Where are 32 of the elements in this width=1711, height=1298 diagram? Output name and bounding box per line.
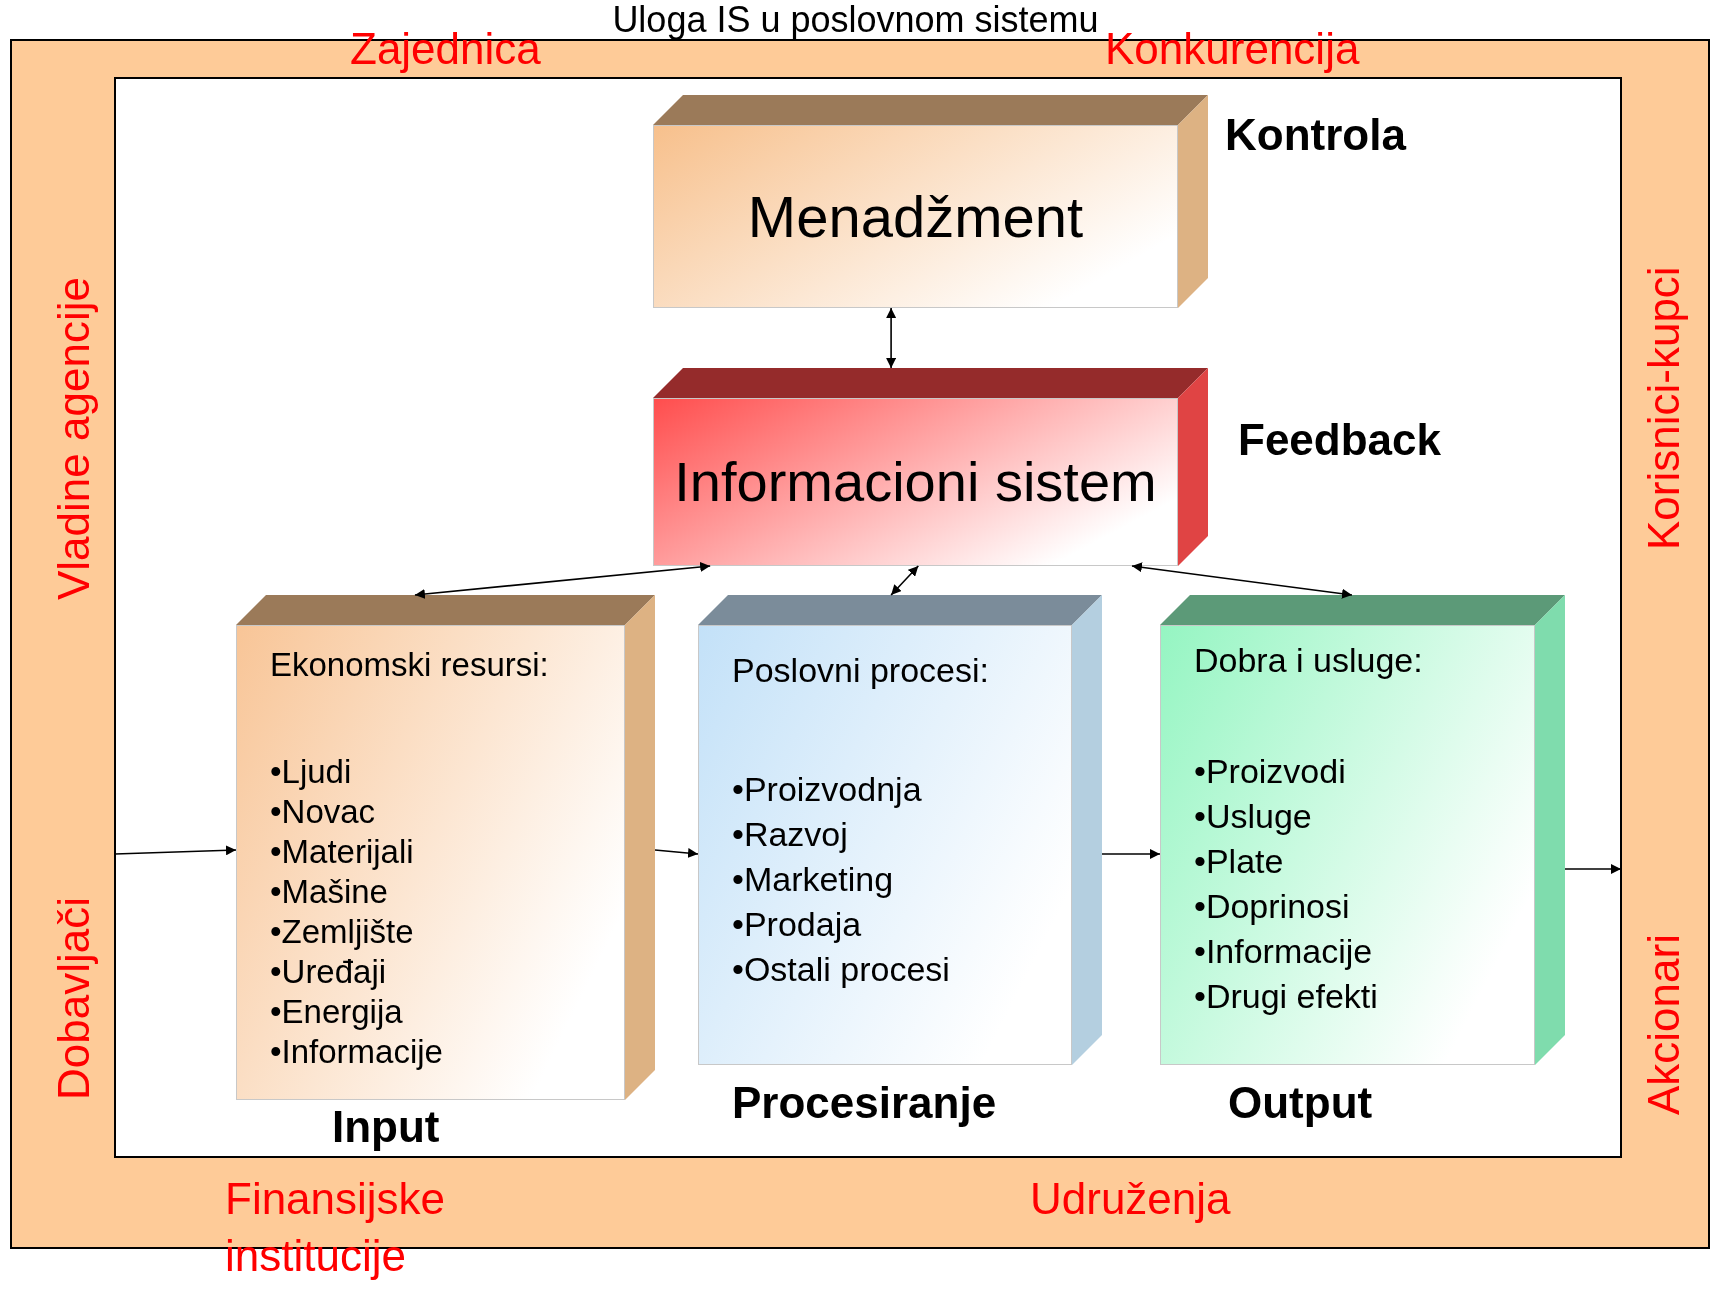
block-title: Menadžment (746, 182, 1085, 251)
title: Uloga IS u poslovnom sistemu (611, 0, 1100, 40)
bullet-item: •Zemljište (270, 917, 414, 948)
bullet-item: •Plate (1194, 846, 1284, 877)
bullet-item: •Informacije (270, 1037, 443, 1068)
bullet-item: •Energija (270, 997, 403, 1028)
stakeholder-label: Dobavljači (48, 897, 99, 1100)
bullet-item: •Uređaji (270, 957, 387, 988)
bullet-item: •Ljudi (270, 757, 352, 788)
arrow (1101, 848, 1161, 859)
arrow (1131, 562, 1353, 599)
bullet-item: •Materijali (270, 837, 414, 868)
stage-label: Feedback (1238, 415, 1441, 465)
stage-label: Output (1228, 1078, 1373, 1128)
arrow (414, 562, 711, 599)
stage-label: Procesiranje (732, 1078, 997, 1128)
arrow (654, 848, 699, 859)
arrow (890, 565, 920, 596)
arrow (1564, 864, 1622, 874)
stakeholder-label: Akcionari (1638, 934, 1689, 1115)
arrow (886, 307, 897, 369)
stakeholder-label: Vladine agencije (48, 277, 99, 600)
stakeholder-label: Korisnici-kupci (1638, 266, 1689, 550)
block-heading: Ekonomski resursi: (270, 650, 549, 680)
block-title: Informacioni sistem (673, 449, 1158, 516)
stage-label: Input (332, 1102, 440, 1152)
stakeholder-label: Udruženja (1030, 1173, 1231, 1225)
stage-label: Kontrola (1225, 110, 1406, 160)
bullet-item: •Novac (270, 797, 376, 828)
arrow (114, 845, 237, 856)
bullet-item: •Proizvodi (1194, 756, 1346, 787)
bullet-item: •Mašine (270, 877, 388, 908)
